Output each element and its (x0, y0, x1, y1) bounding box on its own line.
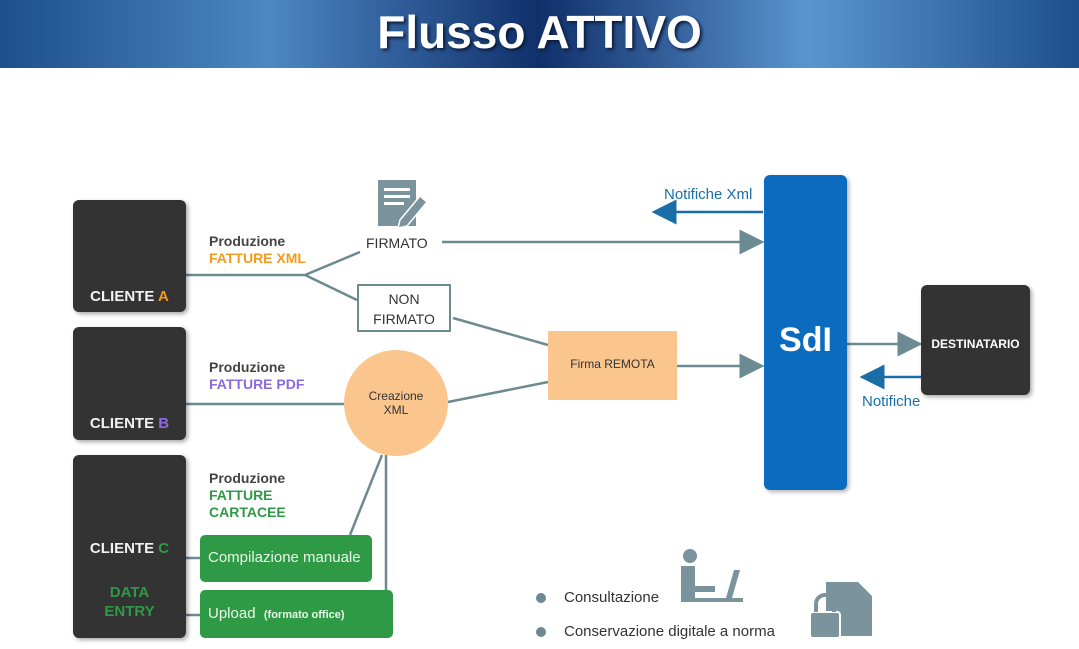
bullet-conservazione: Conservazione digitale a norma (564, 623, 775, 640)
header-banner: Flusso ATTIVO (0, 0, 1079, 68)
firma-remota-box: Firma REMOTA (548, 331, 677, 400)
client-letter: A (157, 288, 169, 305)
cliente-b-box: CLIENTE B (73, 327, 186, 440)
production-text: Produzione (209, 233, 286, 249)
production-type: FATTURE XML (209, 250, 306, 266)
line-creazione-firma (447, 380, 549, 404)
non-firmato-text: FIRMATO (373, 311, 435, 327)
signed-document-icon (378, 180, 429, 229)
compilazione-manuale-box: Compilazione manuale (200, 535, 372, 582)
upload-box: Upload (formato office) (200, 590, 393, 638)
non-firmato-box: NON FIRMATO (357, 284, 451, 332)
client-name: CLIENTE (90, 288, 155, 305)
client-letter: C (158, 540, 170, 557)
bullet-dot (536, 627, 546, 637)
client-name: CLIENTE (89, 540, 155, 557)
creazione-text: XML (383, 403, 409, 417)
creazione-text: Creazione (368, 389, 424, 403)
cliente-c-box: CLIENTE C DATA ENTRY (73, 455, 186, 638)
client-name: CLIENTE (89, 415, 155, 432)
line-c-compilazione (186, 556, 200, 617)
destinatario-box: DESTINATARIO (921, 285, 1030, 395)
notifiche-label: Notifiche (862, 393, 921, 410)
bullet-consultazione: Consultazione (564, 589, 660, 606)
data-entry-label: ENTRY (104, 603, 155, 620)
page-title: Flusso ATTIVO (377, 6, 702, 58)
data-entry-label: DATA (109, 584, 150, 601)
notifiche-xml-label: Notifiche Xml (664, 186, 753, 203)
production-text: Produzione (209, 470, 286, 486)
production-type: FATTURE (209, 487, 273, 503)
line-cliente-a (186, 250, 361, 302)
production-text: Produzione (209, 359, 286, 375)
production-type: FATTURE PDF (209, 376, 305, 392)
upload-note: (formato office) (263, 609, 345, 621)
cliente-a-box: CLIENTE A (73, 200, 186, 312)
non-firmato-text: NON (388, 291, 420, 307)
production-type: CARTACEE (209, 504, 286, 520)
line-nonfirmato-firma (452, 316, 549, 347)
sdi-box: SdI (764, 175, 847, 490)
padlock-document-icon (809, 582, 872, 639)
upload-text: Upload (208, 605, 256, 622)
bullet-dot (536, 593, 546, 603)
line-compilazione-creazione (348, 454, 384, 536)
client-letter: B (158, 415, 170, 432)
consultation-icon (681, 549, 743, 602)
firmato-label: FIRMATO (366, 235, 428, 251)
